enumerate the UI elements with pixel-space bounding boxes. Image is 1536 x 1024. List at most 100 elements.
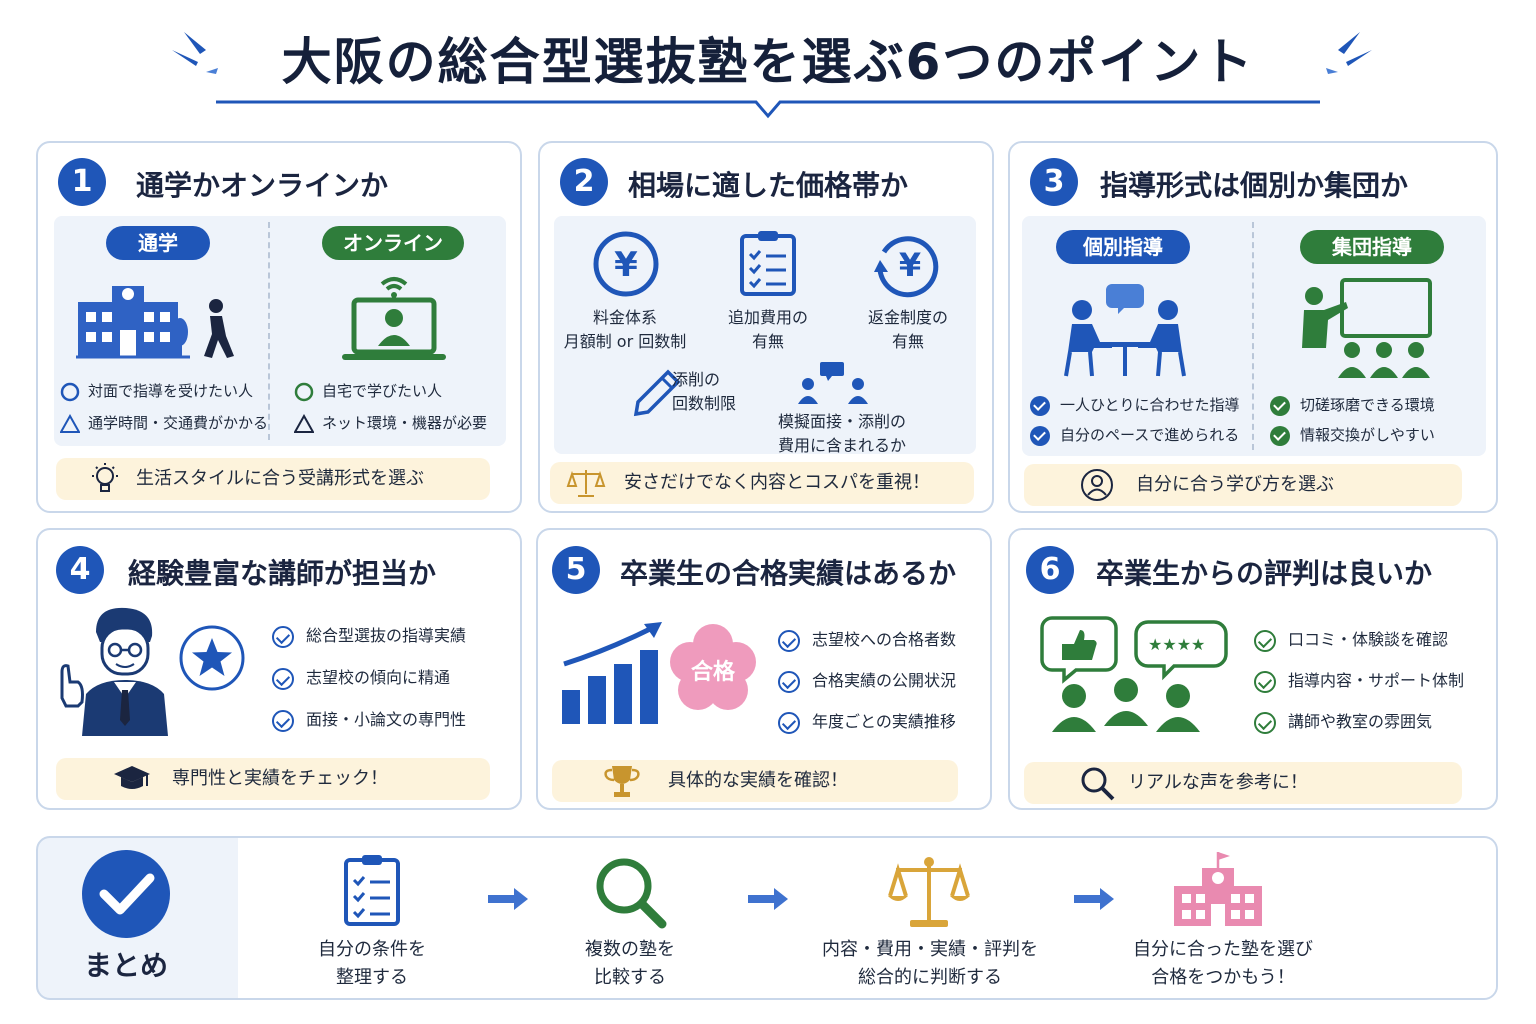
divider <box>268 222 270 440</box>
step-line: 合格をつかもう！ <box>1151 967 1295 988</box>
point-text: 自宅で学びたい人 <box>322 382 443 400</box>
tip-text: 生活スタイルに合う受講形式を選ぶ <box>136 468 424 489</box>
teacher-icon <box>56 602 186 742</box>
summary-label: まとめ <box>83 949 168 982</box>
card-number: 3 <box>1030 158 1078 206</box>
check-outline-icon <box>272 709 294 732</box>
point-text: ネット環境・機器が必要 <box>322 414 488 432</box>
check-filled-icon <box>1270 425 1290 446</box>
point-text: 年度ごとの実績推移 <box>812 712 956 731</box>
step-line: 自分の条件を <box>318 939 426 960</box>
point-text: 指導内容・サポート体制 <box>1288 671 1465 690</box>
card-title: 指導形式は個別か集団か <box>1100 169 1409 202</box>
item-line: 模擬面接・添削の <box>777 412 906 431</box>
check-outline-icon <box>272 667 294 690</box>
user-circle-icon <box>1080 468 1114 502</box>
balance-scale-icon <box>886 854 972 934</box>
svg-text:¥: ¥ <box>614 245 638 285</box>
step-line: 内容・費用・実績・評判を <box>822 939 1038 960</box>
laptop-video-icon <box>340 268 448 368</box>
point-text: 志望校への合格者数 <box>812 630 957 649</box>
graduation-cap-icon <box>112 762 150 796</box>
tip-bar: 生活スタイルに合う受講形式を選ぶ <box>56 458 490 500</box>
balance-scale-icon <box>566 466 606 500</box>
label-group: 集団指導 <box>1300 230 1444 264</box>
left-burst-icon <box>166 28 226 82</box>
card-title: 相場に適した価格帯か <box>628 169 909 202</box>
check-circle-icon <box>80 848 172 944</box>
point-text: 情報交換がしやすい <box>1300 426 1435 444</box>
point-text: 志望校の傾向に精通 <box>306 668 451 687</box>
clipboard-checklist-icon <box>340 852 404 932</box>
step-line: 整理する <box>336 967 408 988</box>
card-title: 卒業生の合格実績はあるか <box>620 557 957 590</box>
lightbulb-icon <box>88 462 122 496</box>
yen-refund-icon: ¥ <box>870 230 942 302</box>
item-line: 添削の <box>672 370 721 389</box>
card-number: 1 <box>58 158 106 206</box>
growth-chart-icon <box>558 620 668 730</box>
price-items-panel <box>554 216 976 454</box>
reviews-icon: ★★★★ <box>1038 614 1234 740</box>
school-flag-icon <box>1170 850 1266 934</box>
magnifier-icon <box>1080 766 1115 801</box>
card-number: 2 <box>560 158 608 206</box>
label-online: オンライン <box>322 226 464 260</box>
circle-mark-icon <box>60 382 80 402</box>
star-badge-icon <box>178 624 246 696</box>
check-outline-icon <box>1254 711 1276 734</box>
triangle-mark-icon <box>293 413 315 434</box>
tip-text: 安さだけでなく内容とコスパを重視！ <box>624 472 930 493</box>
point-text: 講師や教室の雰囲気 <box>1288 712 1433 731</box>
arrow-right-icon <box>1072 886 1116 916</box>
yen-circle-icon: ¥ <box>592 230 660 302</box>
tip-text: 自分に合う学び方を選ぶ <box>1136 474 1334 495</box>
card-title: 通学かオンラインか <box>136 169 389 202</box>
circle-mark-icon <box>294 382 314 402</box>
label-individual: 個別指導 <box>1056 230 1190 264</box>
card-number: 5 <box>552 546 600 594</box>
point-text: 一人ひとりに合わせた指導 <box>1060 396 1240 414</box>
one-on-one-icon <box>1060 280 1190 384</box>
cherry-blossom-badge-icon <box>668 622 758 718</box>
trophy-icon <box>602 764 640 798</box>
point-text: 面接・小論文の専門性 <box>306 710 467 729</box>
point-text: 通学時間・交通費がかかる <box>88 414 269 432</box>
pass-badge-text: 合格 <box>690 660 735 685</box>
check-outline-icon <box>272 625 294 648</box>
item-line: 有無 <box>751 332 784 351</box>
triangle-mark-icon <box>59 413 81 434</box>
item-line: 返金制度の <box>867 308 948 327</box>
card-title: 経験豊富な講師が担当か <box>128 557 437 590</box>
summary-steps-panel <box>238 838 1496 998</box>
item-line: 料金体系 <box>592 308 657 327</box>
item-line: 追加費用の <box>727 308 808 327</box>
check-outline-icon <box>778 629 800 652</box>
tip-bar: 具体的な実績を確認！ <box>552 760 958 802</box>
item-line: 費用に含まれるか <box>777 436 906 455</box>
school-building-icon <box>72 272 242 368</box>
tip-bar: リアルな声を参考に！ <box>1024 762 1462 804</box>
point-text: 対面で指導を受けたい人 <box>88 382 254 400</box>
tip-bar: 専門性と実績をチェック！ <box>56 758 490 800</box>
svg-text:¥: ¥ <box>899 246 921 284</box>
point-text: 合格実績の公開状況 <box>812 671 957 690</box>
interview-people-icon <box>796 360 872 410</box>
tip-text: リアルな声を参考に！ <box>1128 772 1308 793</box>
page-title: 大阪の総合型選抜塾を選ぶ6つのポイント <box>281 33 1255 91</box>
tip-bar: 安さだけでなく内容とコスパを重視！ <box>550 462 974 504</box>
title-underline <box>216 100 1320 119</box>
step-line: 総合的に判断する <box>858 967 1002 988</box>
magnifier-icon <box>594 856 668 934</box>
card-title: 卒業生からの評判は良いか <box>1096 557 1433 590</box>
card-number: 6 <box>1026 546 1074 594</box>
divider <box>1252 222 1254 450</box>
right-burst-icon <box>1318 28 1378 82</box>
item-line: 月額制 or 回数制 <box>563 332 687 351</box>
step-line: 複数の塾を <box>585 939 675 960</box>
point-text: 切磋琢磨できる環境 <box>1300 396 1435 414</box>
svg-text:★★★★: ★★★★ <box>1148 635 1205 654</box>
group-class-icon <box>1296 278 1436 386</box>
arrow-right-icon <box>746 886 790 916</box>
point-text: 自分のペースで進められる <box>1060 426 1240 444</box>
